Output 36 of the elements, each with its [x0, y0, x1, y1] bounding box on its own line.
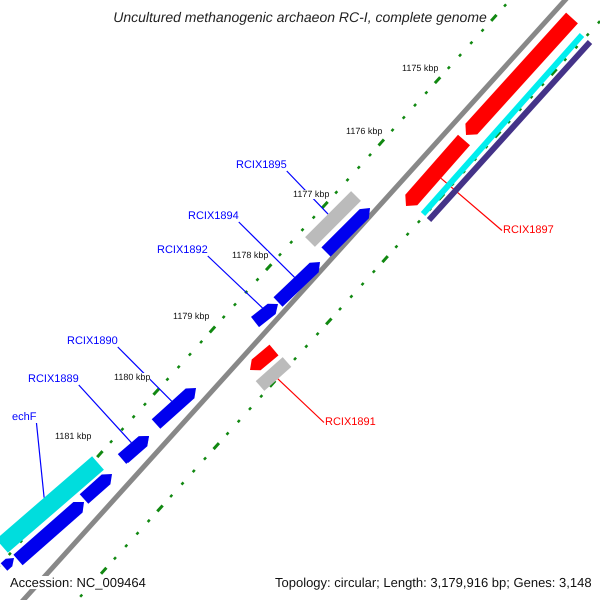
gene-bar — [80, 474, 112, 504]
leader-line — [36, 422, 45, 498]
title: Uncultured methanogenic archaeon RC-I, complete genome — [112, 10, 488, 24]
gene-bar — [274, 262, 320, 307]
gene-bar — [13, 502, 84, 566]
gene-bar — [250, 344, 278, 370]
leader-line — [207, 256, 263, 308]
genome-stats-text: Topology: circular; Length: 3,179,916 bp; Genes: 3,148 — [275, 576, 592, 588]
gene-label: echF — [12, 412, 36, 423]
leader-line — [117, 346, 172, 402]
gene-label: RCIX1897 — [503, 225, 554, 236]
gene-label: RCIX1895 — [236, 160, 287, 171]
tick-label: 1181 kbp — [55, 432, 92, 440]
tick-label: 1179 kbp — [173, 312, 210, 320]
tick-label: 1178 kbp — [232, 250, 268, 260]
leader-line — [277, 378, 324, 423]
gene-bar — [152, 388, 196, 429]
gene-bar — [251, 304, 278, 328]
tick-label: 1180 kbp — [114, 372, 150, 382]
gene-label: RCIX1892 — [157, 245, 208, 256]
tick-label: 1177 kbp — [293, 190, 330, 198]
gene-bar — [256, 357, 292, 391]
gene-label: RCIX1891 — [325, 417, 376, 428]
gene-label: RCIX1894 — [188, 211, 239, 222]
accession-text: Accession: NC_009464 — [10, 576, 146, 588]
leader-line — [78, 384, 132, 443]
gene-label: RCIX1889 — [28, 374, 79, 385]
gene-bar — [405, 134, 470, 206]
gene-bar — [321, 208, 370, 257]
leader-line — [238, 222, 295, 278]
tick-label: 1175 kbp — [402, 64, 438, 72]
gene-bar — [0, 456, 104, 553]
gene-label: RCIX1890 — [67, 336, 118, 347]
tick-label: 1176 kbp — [346, 126, 382, 136]
gene-bar — [0, 558, 14, 571]
leader-line — [440, 178, 502, 231]
